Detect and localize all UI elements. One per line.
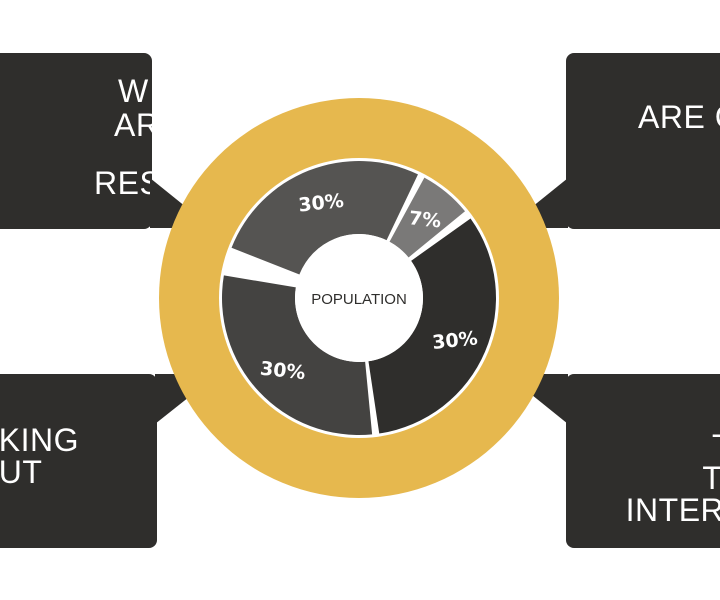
callout-top-left-line-2: ARE xyxy=(114,107,182,143)
callout-bottom-left-line-2: UT xyxy=(0,454,43,490)
slice-label: 30% xyxy=(297,190,345,217)
slice-labels: 7% 30% 30% 30% xyxy=(259,190,479,384)
slice-label: 30% xyxy=(431,327,479,354)
donut-chart xyxy=(222,160,496,435)
callout-bottom-left: KING UT xyxy=(0,374,157,548)
donut-slice xyxy=(389,177,466,258)
callout-bottom-right: D T TH INTERE xyxy=(566,374,720,548)
callout-top-left-line-1: W xyxy=(118,73,149,109)
callout-bottom-right-line-2: T xyxy=(626,430,720,462)
donut-slice xyxy=(231,160,418,275)
callout-top-right: ARE C xyxy=(566,53,720,229)
slice-label: 7% xyxy=(408,207,442,232)
callout-bottom-right-line-4: INTERE xyxy=(625,492,720,528)
callout-bottom-right-line-3: TH xyxy=(702,460,720,496)
slice-label: 30% xyxy=(259,358,307,385)
callout-top-right-line-1: ARE C xyxy=(638,99,720,135)
center-label: POPULATION xyxy=(311,291,407,308)
donut-slice xyxy=(368,218,496,434)
center-hole xyxy=(295,234,423,362)
callout-bottom-left-line-1: KING xyxy=(0,422,79,458)
donut-slice xyxy=(222,275,373,435)
